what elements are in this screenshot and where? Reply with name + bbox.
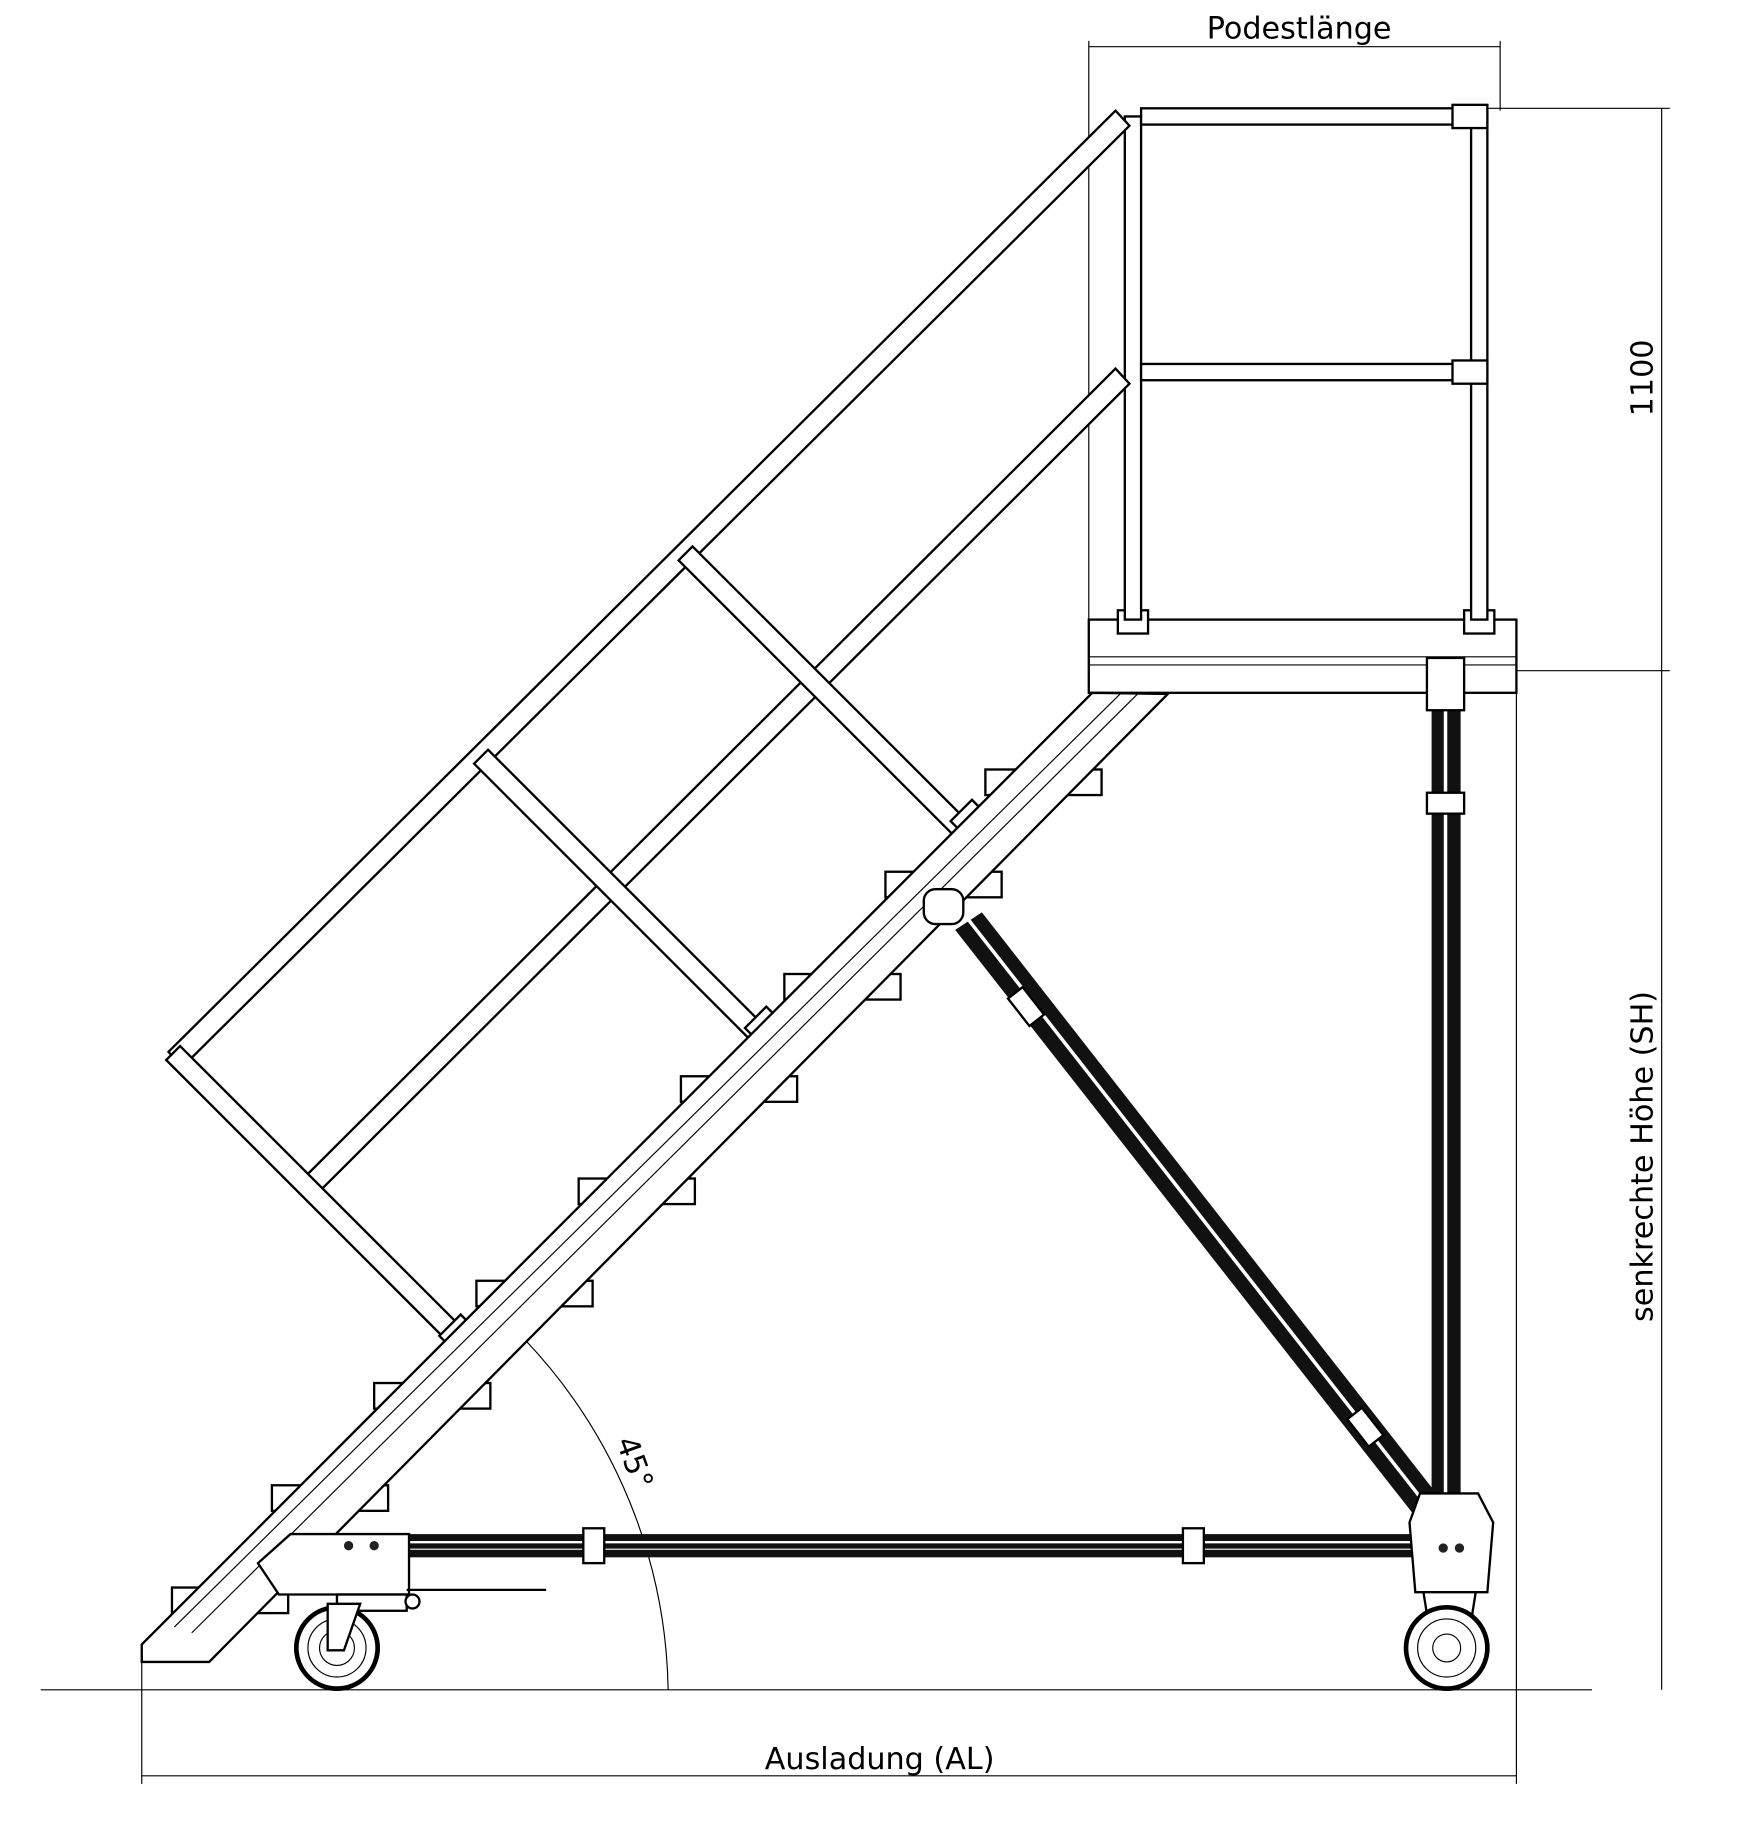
angle-label: 45° [608,1432,659,1494]
base-frame [256,1527,1418,1596]
railing-height-label: 1100 [1625,339,1660,416]
vertical-height-label: senkrechte Höhe (SH) [1625,991,1660,1322]
dimension-reach: Ausladung (AL) [141,692,1517,1784]
platform-length-label: Podestlänge [1207,12,1392,47]
front-caster [293,1588,547,1691]
platform-railing [1123,103,1489,621]
dimension-heights: 1100 senkrechte Höhe (SH) [1487,107,1670,1690]
stair-stringer [140,691,1171,1664]
angle-indicator: 45° [524,1339,669,1690]
support-structure [922,656,1495,1594]
reach-label: Ausladung (AL) [765,1742,995,1777]
rear-caster [1403,1591,1490,1691]
